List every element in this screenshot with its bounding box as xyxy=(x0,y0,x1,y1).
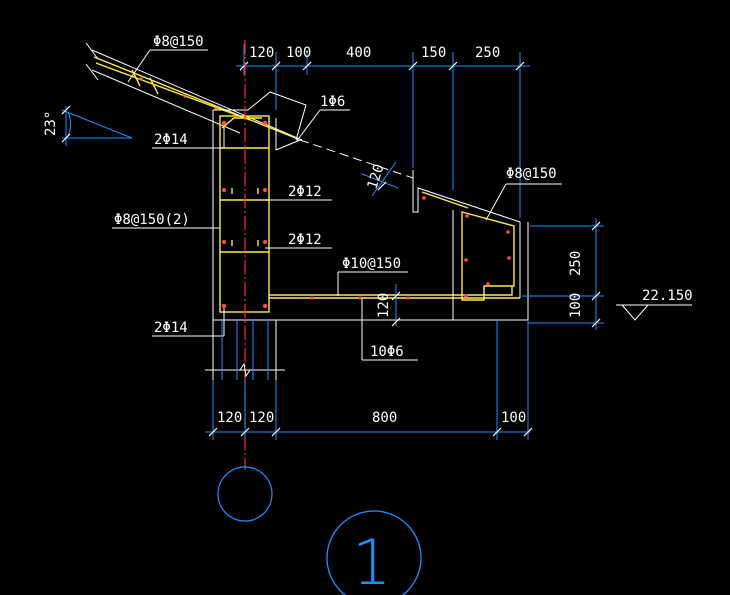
top-dim-5: 250 xyxy=(475,45,500,61)
right-dim-1: 250 xyxy=(568,251,584,276)
column-stub xyxy=(205,320,529,440)
rebar-callouts: 1Φ6 2Φ14 2Φ12 2Φ12 Φ8@150(2) 2Φ14 Φ8@150… xyxy=(112,94,562,361)
bottom-dimension-chain: 120 120 800 100 xyxy=(205,410,533,437)
detail-number-bubble: 1 xyxy=(326,510,422,595)
grid-axis-bubble xyxy=(217,466,273,522)
label-beam-stirrup: Φ8@150(2) xyxy=(114,212,190,228)
slab-thickness-label: 120 xyxy=(365,162,388,191)
sloped-slab: Φ8@150 xyxy=(85,34,414,179)
gutter-upstand xyxy=(310,170,529,320)
beam-section xyxy=(212,40,528,470)
label-slab-stirrup: Φ8@150 xyxy=(153,34,204,50)
top-dim-1: 120 xyxy=(249,45,274,61)
top-dim-2: 100 xyxy=(286,45,311,61)
label-gutter-long: 10Φ6 xyxy=(370,344,404,360)
top-dim-3: 400 xyxy=(346,45,371,61)
label-gutter-bottom: Φ10@150 xyxy=(342,256,401,272)
angle-label: 23° xyxy=(43,111,59,136)
gutter-thickness-dim: 120 xyxy=(376,284,401,327)
label-beam-mid1: 2Φ12 xyxy=(288,184,322,200)
label-top-corner: 1Φ6 xyxy=(320,94,345,110)
elevation-marker: 22.150 xyxy=(616,288,693,321)
label-upstand-stirrup: Φ8@150 xyxy=(506,166,557,182)
bottom-dim-1: 120 xyxy=(217,410,242,426)
slab-thickness-dim: 120 xyxy=(361,161,399,197)
top-dim-4: 150 xyxy=(421,45,446,61)
label-beam-mid2: 2Φ12 xyxy=(288,232,322,248)
right-dimension-chain: 250 100 xyxy=(522,218,604,330)
label-beam-bottom: 2Φ14 xyxy=(154,320,188,336)
right-dim-2: 100 xyxy=(568,293,584,318)
detail-number: 1 xyxy=(352,526,391,595)
label-beam-top: 2Φ14 xyxy=(154,132,188,148)
bottom-dim-4: 100 xyxy=(501,410,526,426)
top-dimension-chain: 120 100 400 150 250 xyxy=(236,44,530,218)
slope-angle-marker: 23° xyxy=(43,105,133,146)
gutter-thickness-label: 120 xyxy=(376,293,392,318)
elevation-label: 22.150 xyxy=(642,288,693,304)
bottom-dim-3: 800 xyxy=(372,410,397,426)
bottom-dim-2: 120 xyxy=(249,410,274,426)
